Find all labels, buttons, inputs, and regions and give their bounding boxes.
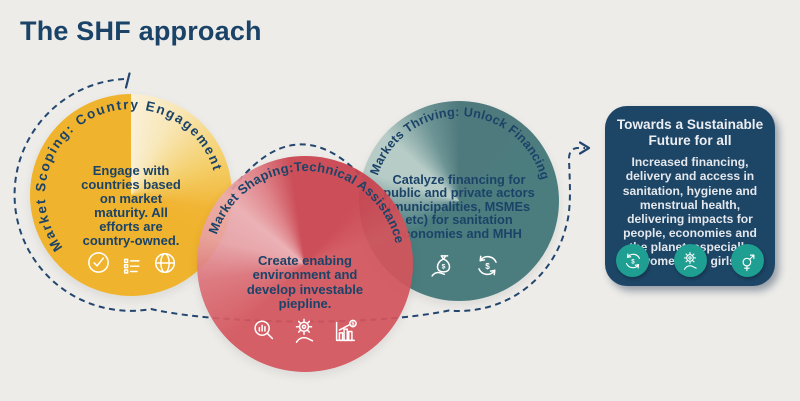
outcome-title: Towards a Sustainable Future for all — [616, 117, 764, 148]
market-scoping-icons — [30, 249, 232, 276]
circle-market-shaping: Create enabing environment and develop i… — [197, 156, 413, 372]
flow-start-tick — [124, 72, 131, 89]
markets-thriving-icons: $ $ — [359, 250, 559, 280]
gender-equality-icon — [742, 254, 754, 271]
flow-arrowhead-icon — [578, 141, 591, 155]
gear-hand-badge — [673, 244, 707, 277]
page-title: The SHF approach — [20, 16, 262, 46]
globe-icon — [154, 252, 175, 273]
gear-hand-icon — [295, 318, 314, 343]
market-shaping-icons: $ — [197, 316, 413, 346]
cycle-dollar-icon: $ — [478, 255, 497, 275]
cycle-dollar-icon: $ — [625, 253, 640, 268]
cycle-dollar-badge: $ — [616, 244, 649, 277]
svg-text:$: $ — [631, 258, 635, 265]
search-insights-icon — [254, 320, 274, 340]
gender-equality-badge — [731, 244, 764, 277]
outcome-icons: $ — [605, 244, 775, 277]
svg-text:$: $ — [485, 261, 490, 270]
growth-chart-dollar-icon: $ — [335, 319, 357, 342]
markets-thriving-body: Catalyze financing for public and privat… — [383, 172, 535, 241]
checklist-icon — [123, 258, 140, 274]
svg-text:$: $ — [351, 322, 355, 328]
svg-text:$: $ — [442, 264, 446, 271]
check-circle-icon — [87, 252, 109, 273]
market-scoping-body: Engage with countries based on market ma… — [81, 163, 181, 248]
market-shaping-body: Create enabing environment and develop i… — [246, 253, 364, 311]
outcome-card: Towards a Sustainable Future for all Inc… — [605, 106, 775, 286]
gear-hand-icon — [683, 251, 697, 270]
moneybag-hand-icon: $ — [431, 255, 451, 277]
